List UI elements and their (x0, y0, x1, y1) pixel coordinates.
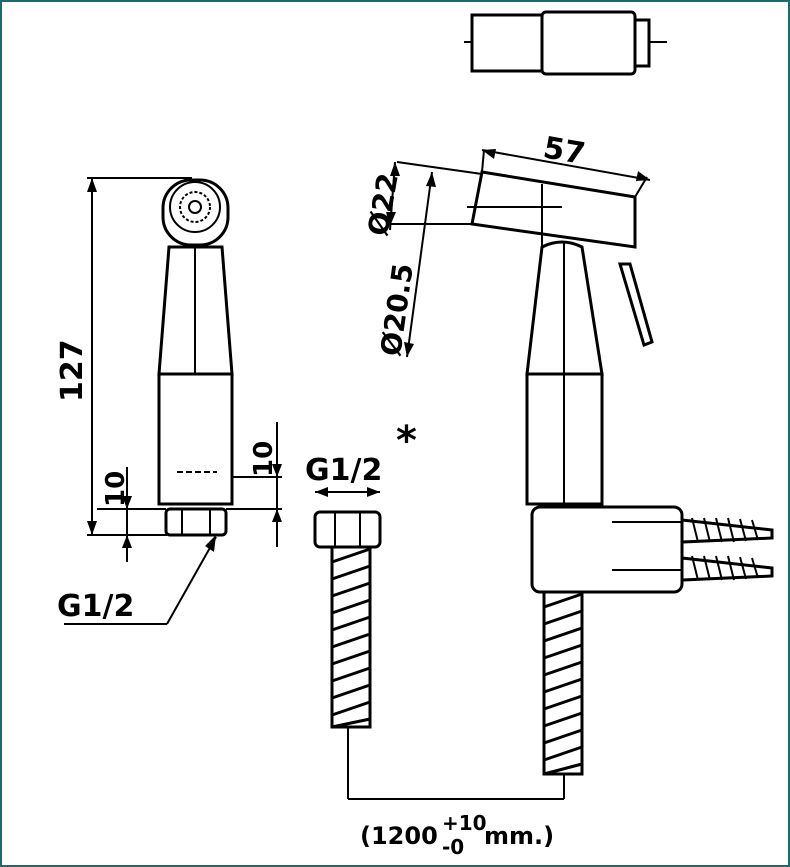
label-57: 57 (541, 130, 588, 172)
hose-length-dimension (347, 727, 565, 800)
dimension-diam-20-5 (404, 171, 436, 358)
hose-left (313, 487, 382, 729)
dimension-10-left (97, 467, 166, 562)
leader-g12-bottom-left (64, 535, 217, 625)
wall-anchors (680, 517, 774, 582)
label-10-right: 10 (249, 441, 279, 477)
label-g12-hose: G1/2 (305, 453, 382, 488)
label-hose-minus: -0 (442, 835, 464, 859)
label-hose-unit: mm.) (484, 822, 554, 850)
anchor-bottom (680, 555, 774, 582)
label-g12-bottom-left: G1/2 (57, 589, 134, 624)
label-diam-22: Ø22 (361, 171, 404, 239)
dimension-10-right (226, 422, 282, 547)
hose-right (542, 590, 584, 776)
dimension-diam-22 (386, 161, 483, 231)
anchor-top (680, 517, 774, 544)
label-diam-20-5: Ø20.5 (374, 261, 420, 358)
main-sprayer (467, 170, 684, 602)
top-view-spray-head (464, 10, 667, 76)
label-127: 127 (55, 339, 90, 402)
label-hose-length: (1200 (360, 822, 438, 850)
label-10-left: 10 (101, 471, 131, 507)
front-view-sprayer (157, 178, 234, 537)
label-asterisk: * (396, 418, 417, 464)
label-hose-plus: +10 (442, 811, 487, 835)
dimension-57 (481, 149, 651, 198)
